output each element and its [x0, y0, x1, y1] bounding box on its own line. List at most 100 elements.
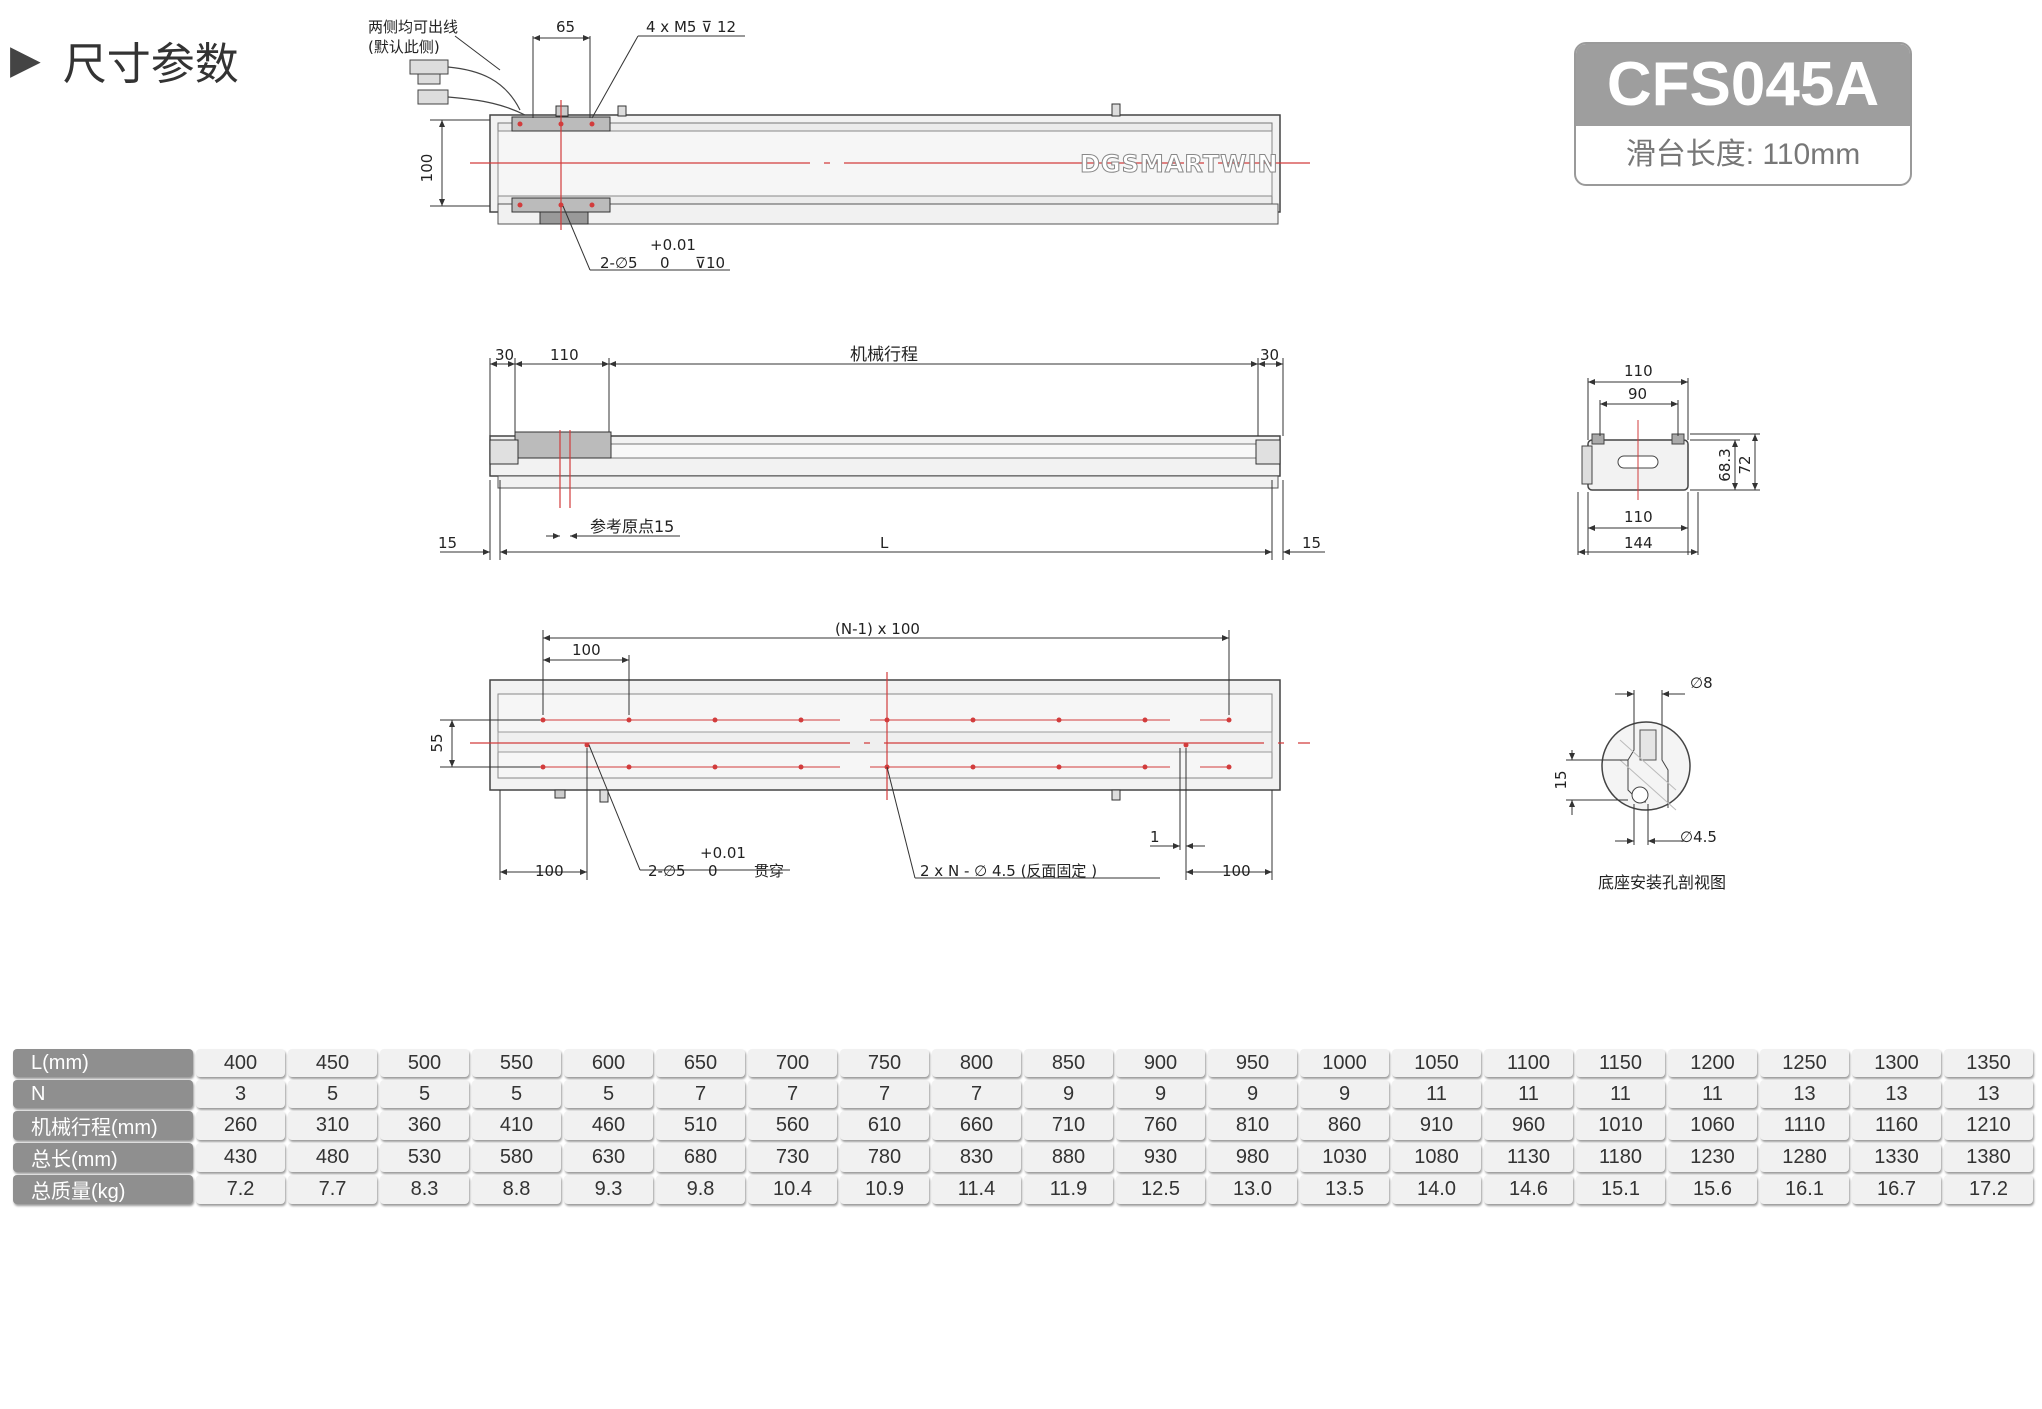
page-title: 尺寸参数 — [62, 39, 239, 90]
through-label: 贯穿 — [754, 862, 784, 880]
row-header: 总质量(kg) — [13, 1175, 193, 1204]
table-cell: 13 — [1944, 1080, 2033, 1108]
table-cell: 460 — [564, 1111, 653, 1140]
table-cell: 9 — [1116, 1080, 1205, 1108]
table-cell: 630 — [564, 1143, 653, 1172]
table-cell: 13 — [1852, 1080, 1941, 1108]
top-view: 两侧均可出线 (默认此侧) 65 4 x M5 ⊽ 12 100 +0.01 2… — [368, 18, 1310, 272]
table-cell: 880 — [1024, 1143, 1113, 1172]
table-cell: 610 — [840, 1111, 929, 1140]
table-cell: 810 — [1208, 1111, 1297, 1140]
cable-note-2: (默认此侧) — [368, 38, 440, 56]
table-cell: 800 — [932, 1049, 1021, 1077]
table-cell: 760 — [1116, 1111, 1205, 1140]
table-cell: 1350 — [1944, 1049, 2033, 1077]
table-cell: 580 — [472, 1143, 561, 1172]
dim-100: 100 — [418, 154, 436, 183]
table-cell: 1300 — [1852, 1049, 1941, 1077]
table-cell: 1010 — [1576, 1111, 1665, 1140]
table-cell: 500 — [380, 1049, 469, 1077]
table-cell: 13 — [1760, 1080, 1849, 1108]
table-cell: 310 — [288, 1111, 377, 1140]
table-cell: 11 — [1392, 1080, 1481, 1108]
dim-hole: 4 x M5 ⊽ 12 — [646, 18, 736, 36]
table-cell: 1050 — [1392, 1049, 1481, 1077]
table-cell: 3 — [196, 1080, 285, 1108]
table-cell: 7 — [748, 1080, 837, 1108]
slide-length: 滑台长度: 110mm — [1625, 138, 1861, 171]
dim-55: 55 — [428, 733, 446, 752]
table-cell: 11 — [1484, 1080, 1573, 1108]
table-cell: 1200 — [1668, 1049, 1757, 1077]
pitch-label: (N-1) x 100 — [835, 620, 920, 638]
table-cell: 5 — [564, 1080, 653, 1108]
table-cell: 9.3 — [564, 1175, 653, 1204]
table-cell: 360 — [380, 1111, 469, 1140]
table-cell: 1030 — [1300, 1143, 1389, 1172]
table-cell: 15.6 — [1668, 1175, 1757, 1204]
table-cell: 910 — [1392, 1111, 1481, 1140]
dim-65: 65 — [556, 18, 575, 36]
table-cell: 560 — [748, 1111, 837, 1140]
dim-8: ∅8 — [1690, 674, 1713, 692]
table-cell: 730 — [748, 1143, 837, 1172]
dim-15: 15 — [1552, 770, 1570, 789]
brand-logo: DGSMARTWIN — [1080, 150, 1279, 178]
table-cell: 9 — [1208, 1080, 1297, 1108]
dim-72: 72 — [1736, 455, 1754, 474]
table-cell: 16.7 — [1852, 1175, 1941, 1204]
table-cell: 450 — [288, 1049, 377, 1077]
table-cell: 7 — [656, 1080, 745, 1108]
table-cell: 5 — [380, 1080, 469, 1108]
table-cell: 8.3 — [380, 1175, 469, 1204]
table-cell: 700 — [748, 1049, 837, 1077]
table-cell: 660 — [932, 1111, 1021, 1140]
table-cell: 1380 — [1944, 1143, 2033, 1172]
table-cell: 9.8 — [656, 1175, 745, 1204]
dim-1: 1 — [1150, 828, 1160, 846]
table-cell: 11 — [1576, 1080, 1665, 1108]
table-cell: 1060 — [1668, 1111, 1757, 1140]
table-cell: 530 — [380, 1143, 469, 1172]
table-cell: 1080 — [1392, 1143, 1481, 1172]
table-cell: 950 — [1208, 1049, 1297, 1077]
table-cell: 5 — [472, 1080, 561, 1108]
dim-100-top: 100 — [572, 641, 601, 659]
table-cell: 9 — [1300, 1080, 1389, 1108]
dim-30-right: 30 — [1260, 346, 1279, 364]
table-cell: 10.4 — [748, 1175, 837, 1204]
table-cell: 830 — [932, 1143, 1021, 1172]
tol-zero: 0 — [660, 254, 670, 272]
table-cell: 600 — [564, 1049, 653, 1077]
tol-plus: +0.01 — [650, 236, 696, 254]
table-cell: 8.8 — [472, 1175, 561, 1204]
table-cell: 11.4 — [932, 1175, 1021, 1204]
table-cell: 14.6 — [1484, 1175, 1573, 1204]
table-cell: 7 — [932, 1080, 1021, 1108]
table-cell: 1100 — [1484, 1049, 1573, 1077]
table-cell: 1210 — [1944, 1111, 2033, 1140]
model-name: CFS045A — [1576, 44, 1910, 126]
table-cell: 1160 — [1852, 1111, 1941, 1140]
section-view: ∅8 15 ∅4.5 底座安装孔剖视图 — [1552, 674, 1726, 892]
end-view: 110 90 68.3 72 110 144 — [1577, 362, 1760, 555]
mount-hole: 2 x N - ∅ 4.5 (反面固定 ) — [920, 862, 1097, 880]
pin-depth: ⊽10 — [695, 254, 725, 272]
table-cell: 10.9 — [840, 1175, 929, 1204]
cable-note-1: 两侧均可出线 — [368, 18, 458, 36]
dim-L: L — [880, 534, 889, 552]
table-cell: 860 — [1300, 1111, 1389, 1140]
table-cell: 11.9 — [1024, 1175, 1113, 1204]
dim-45: ∅4.5 — [1680, 828, 1717, 846]
dim-110: 110 — [550, 346, 579, 364]
table-cell: 680 — [656, 1143, 745, 1172]
dim-100-left: 100 — [535, 862, 564, 880]
table-cell: 13.0 — [1208, 1175, 1297, 1204]
section-title: ▶ 尺寸参数 — [10, 28, 239, 92]
table-cell: 650 — [656, 1049, 745, 1077]
table-cell: 1280 — [1760, 1143, 1849, 1172]
row-header: N — [13, 1080, 193, 1108]
table-cell: 11 — [1668, 1080, 1757, 1108]
table-cell: 510 — [656, 1111, 745, 1140]
